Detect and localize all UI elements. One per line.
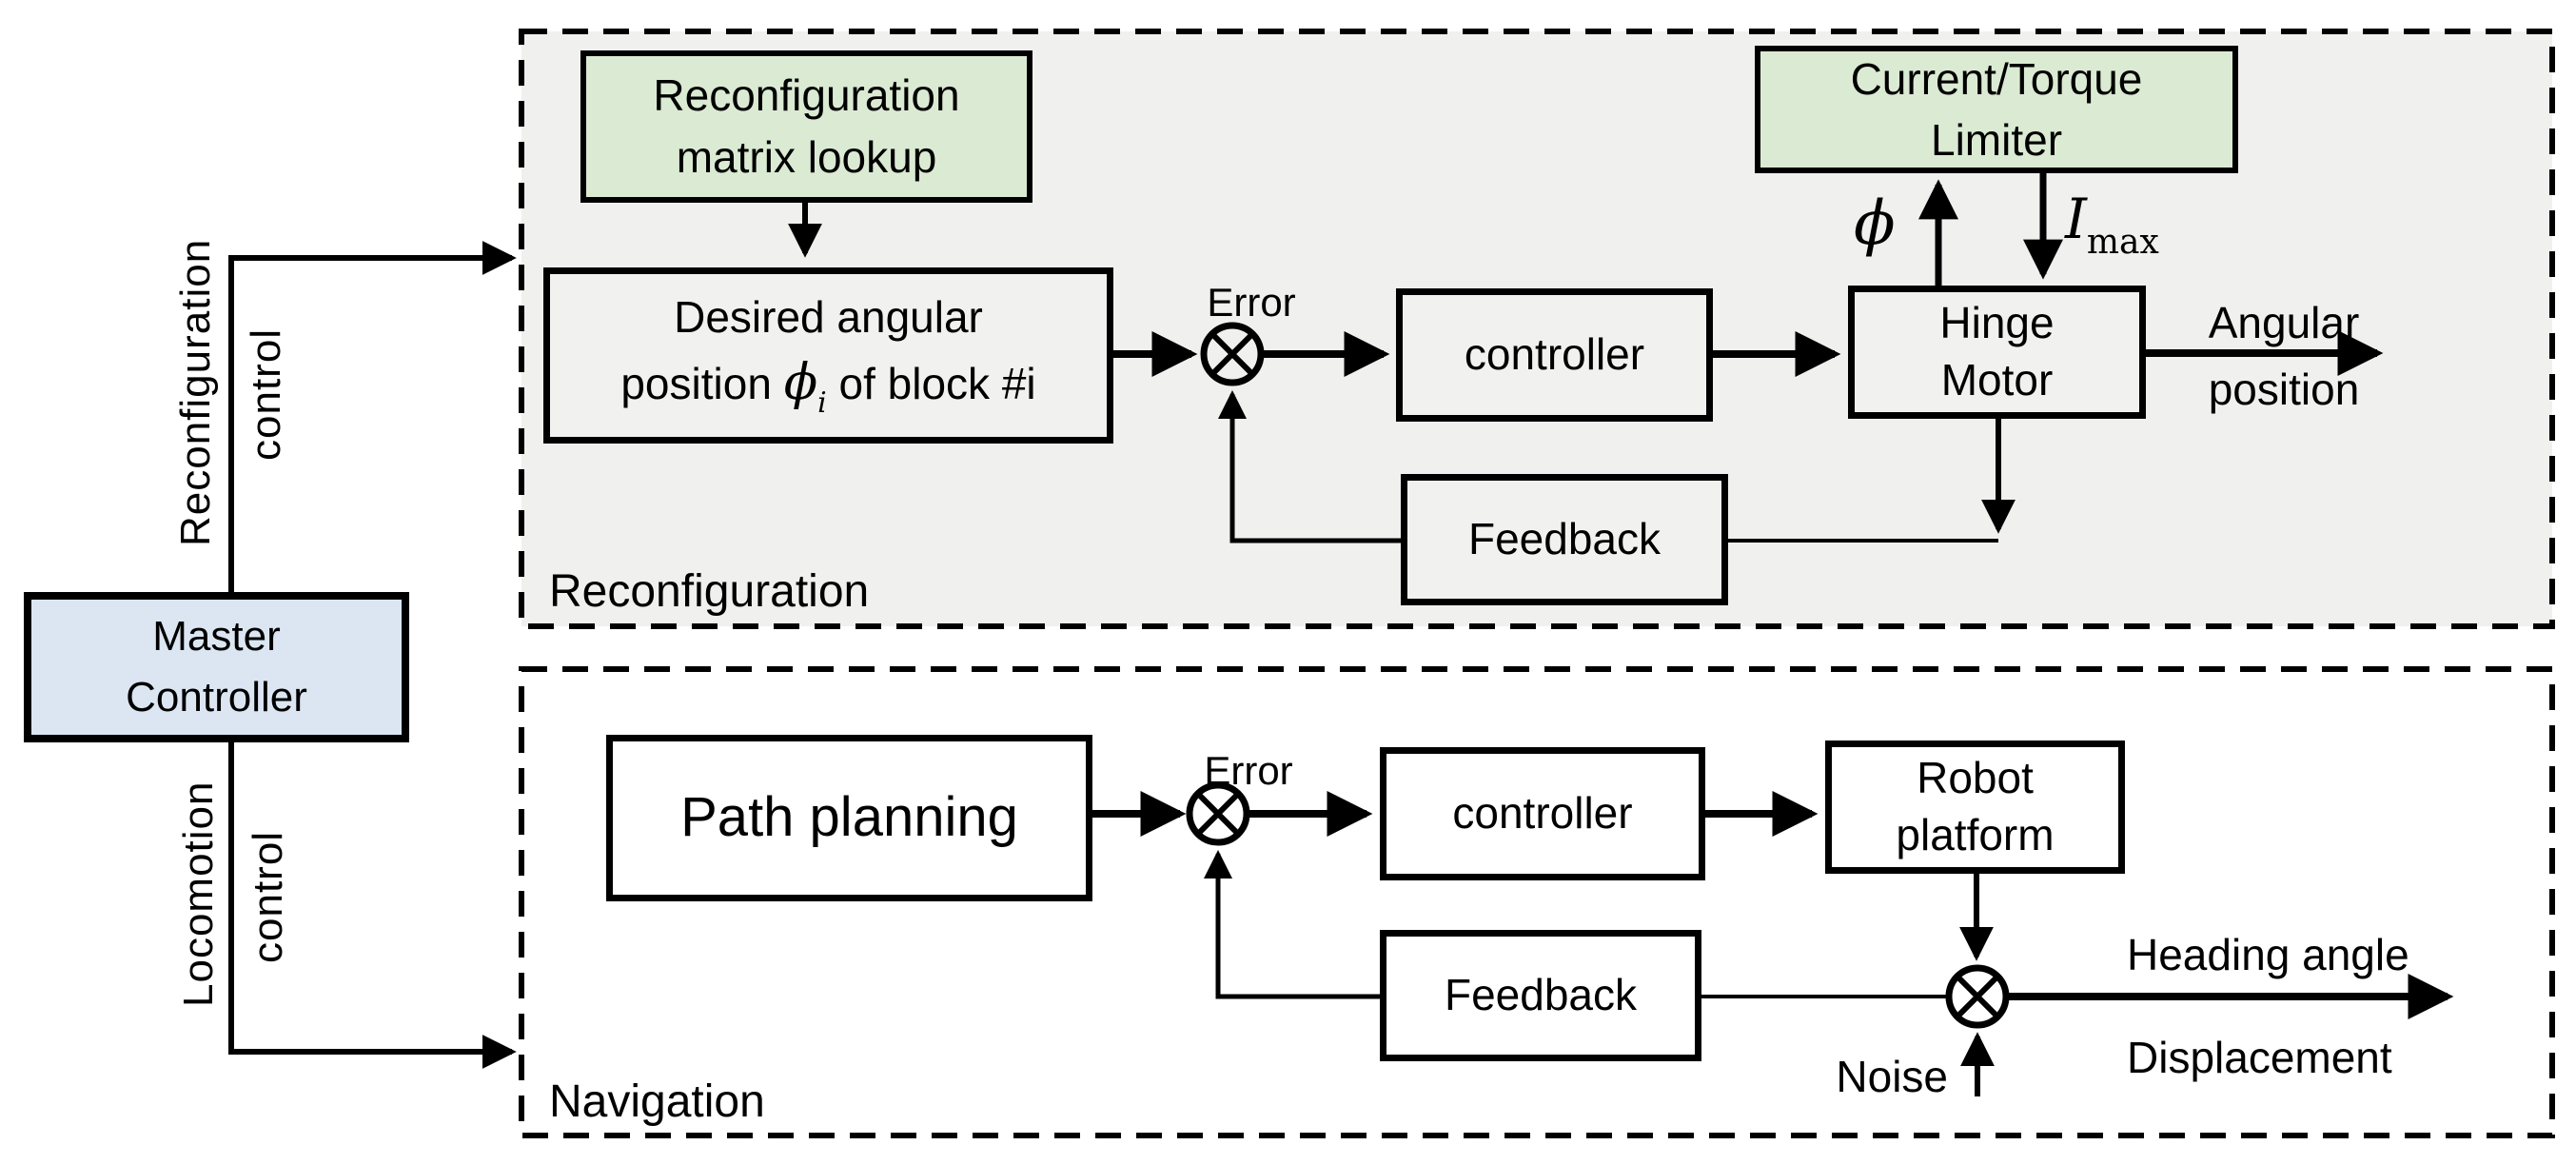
master-controller-line1: Master — [152, 613, 281, 661]
hinge-motor-box: Hinge Motor — [1848, 286, 2146, 419]
locomotion-control-label-word1: Locomotion — [175, 780, 222, 1007]
navigation-section-label: Navigation — [549, 1076, 765, 1127]
heading-angle-label: Heading angle — [2127, 930, 2409, 979]
master-controller-line2: Controller — [126, 674, 307, 721]
noise-label: Noise — [1836, 1052, 1948, 1101]
master-controller-box: Master Controller — [24, 592, 409, 742]
displacement-label: Displacement — [2127, 1033, 2392, 1082]
phi-symbol: ϕ — [783, 354, 818, 412]
controller-box-bottom: controller — [1380, 747, 1705, 880]
reconfiguration-matrix-lookup-box: Reconfiguration matrix lookup — [580, 50, 1032, 203]
robot-platform-line1: Robot — [1917, 753, 2034, 803]
current-torque-limiter-box: Current/Torque Limiter — [1755, 46, 2238, 173]
reconfiguration-control-wire — [228, 241, 517, 592]
feedback-top-to-error-arrow — [1218, 389, 1401, 543]
imax-subscript: max — [2086, 223, 2159, 262]
hinge-motor-line1: Hinge — [1939, 298, 2055, 348]
robot-platform-box: Robot platform — [1825, 740, 2125, 874]
desired-angular-position-box: Desired angular position ϕi of block #i — [543, 267, 1113, 444]
error-label-top: Error — [1207, 280, 1296, 325]
angular-output-label-line1: Angular — [2208, 298, 2360, 347]
locomotion-control-label-word2: control — [245, 830, 291, 963]
imax-wire-label: Imax — [2065, 187, 2159, 262]
locomotion-control-wire — [228, 742, 517, 1069]
feedback-box-bottom: Feedback — [1380, 930, 1701, 1061]
feedback-box-top: Feedback — [1401, 474, 1728, 605]
angular-output-label-line2: position — [2208, 365, 2360, 414]
matrix-lookup-line2: matrix lookup — [676, 132, 937, 182]
error-junction-bottom — [1186, 781, 1250, 846]
desired-position-line2: position ϕi of block #i — [620, 354, 1036, 421]
reconfiguration-control-label-word2: control — [243, 327, 289, 461]
reconfiguration-section-label: Reconfiguration — [549, 566, 870, 617]
limiter-line1: Current/Torque — [1850, 53, 2143, 104]
error-junction-top — [1200, 322, 1265, 386]
phi-wire-label: ϕ — [1854, 188, 1896, 259]
matrix-lookup-line1: Reconfiguration — [653, 69, 960, 120]
desired-position-line1: Desired angular — [674, 292, 983, 343]
robot-platform-line2: platform — [1896, 810, 2055, 859]
controller-box-top: controller — [1396, 288, 1713, 422]
feedback-bottom-to-error-arrow — [1204, 849, 1380, 999]
noise-junction — [1945, 964, 2010, 1029]
hinge-motor-line2: Motor — [1940, 355, 2054, 405]
reconfiguration-control-label-word1: Reconfiguration — [172, 238, 219, 546]
phi-subscript: i — [817, 386, 827, 421]
error-label-bottom: Error — [1204, 748, 1293, 793]
path-planning-box: Path planning — [606, 735, 1092, 901]
limiter-line2: Limiter — [1930, 115, 2063, 165]
